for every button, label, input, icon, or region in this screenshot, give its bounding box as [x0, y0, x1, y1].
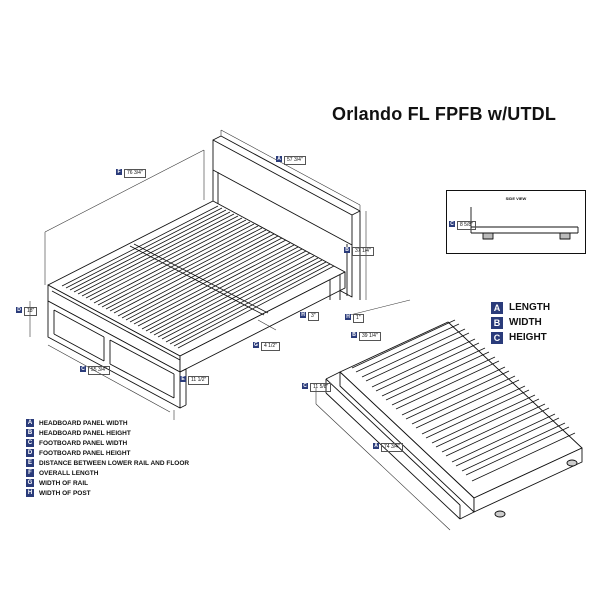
- legend-item: B WIDTH: [491, 315, 550, 330]
- legend-text: LENGTH: [509, 302, 551, 313]
- key-text: HEADBOARD PANEL WIDTH: [39, 419, 128, 427]
- key-text: OVERALL LENGTH: [39, 469, 99, 477]
- bed-slats: [61, 205, 335, 349]
- legend-text: HEIGHT: [509, 332, 547, 343]
- legend-letter: B: [491, 316, 503, 329]
- key-letter: A: [26, 419, 34, 427]
- dimension-lines: [29, 129, 451, 531]
- key-item: C FOOTBOARD PANEL WIDTH: [26, 438, 189, 448]
- key-letter: B: [26, 429, 34, 437]
- diagram-title: Orlando FL FPFB w/UTDL: [332, 104, 557, 124]
- key-item: E DISTANCE BETWEEN LOWER RAIL AND FLOOR: [26, 458, 189, 468]
- legend-text: WIDTH: [509, 317, 542, 328]
- legend-letter: C: [491, 331, 503, 344]
- key-text: FOOTBOARD PANEL HEIGHT: [39, 449, 131, 457]
- side-view-title: SIDE VIEW: [505, 196, 527, 201]
- key-item: A HEADBOARD PANEL WIDTH: [26, 418, 189, 428]
- key-letter: F: [26, 469, 34, 477]
- dimension-legend: A LENGTH B WIDTH C HEIGHT: [491, 300, 550, 345]
- key-letter: H: [26, 489, 34, 497]
- key-text: FOOTBOARD PANEL WIDTH: [39, 439, 128, 447]
- key-letter: C: [26, 439, 34, 447]
- key-text: HEADBOARD PANEL HEIGHT: [39, 429, 131, 437]
- key-item: B HEADBOARD PANEL HEIGHT: [26, 428, 189, 438]
- trundle: [325, 319, 583, 520]
- key-item: F OVERALL LENGTH: [26, 468, 189, 478]
- legend-item: A LENGTH: [491, 300, 550, 315]
- key-text: WIDTH OF POST: [39, 489, 91, 497]
- key-item: H WIDTH OF POST: [26, 488, 189, 498]
- key-text: WIDTH OF RAIL: [39, 479, 89, 487]
- key-letter: E: [26, 459, 34, 467]
- side-view-drawing: [470, 207, 579, 240]
- key-item: G WIDTH OF RAIL: [26, 478, 189, 488]
- legend-item: C HEIGHT: [491, 330, 550, 345]
- key-item: D FOOTBOARD PANEL HEIGHT: [26, 448, 189, 458]
- measurement-key: A HEADBOARD PANEL WIDTH B HEADBOARD PANEL …: [26, 418, 189, 498]
- key-letter: D: [26, 449, 34, 457]
- legend-letter: A: [491, 301, 503, 314]
- key-text: DISTANCE BETWEEN LOWER RAIL AND FLOOR: [39, 459, 190, 467]
- key-letter: G: [26, 479, 34, 487]
